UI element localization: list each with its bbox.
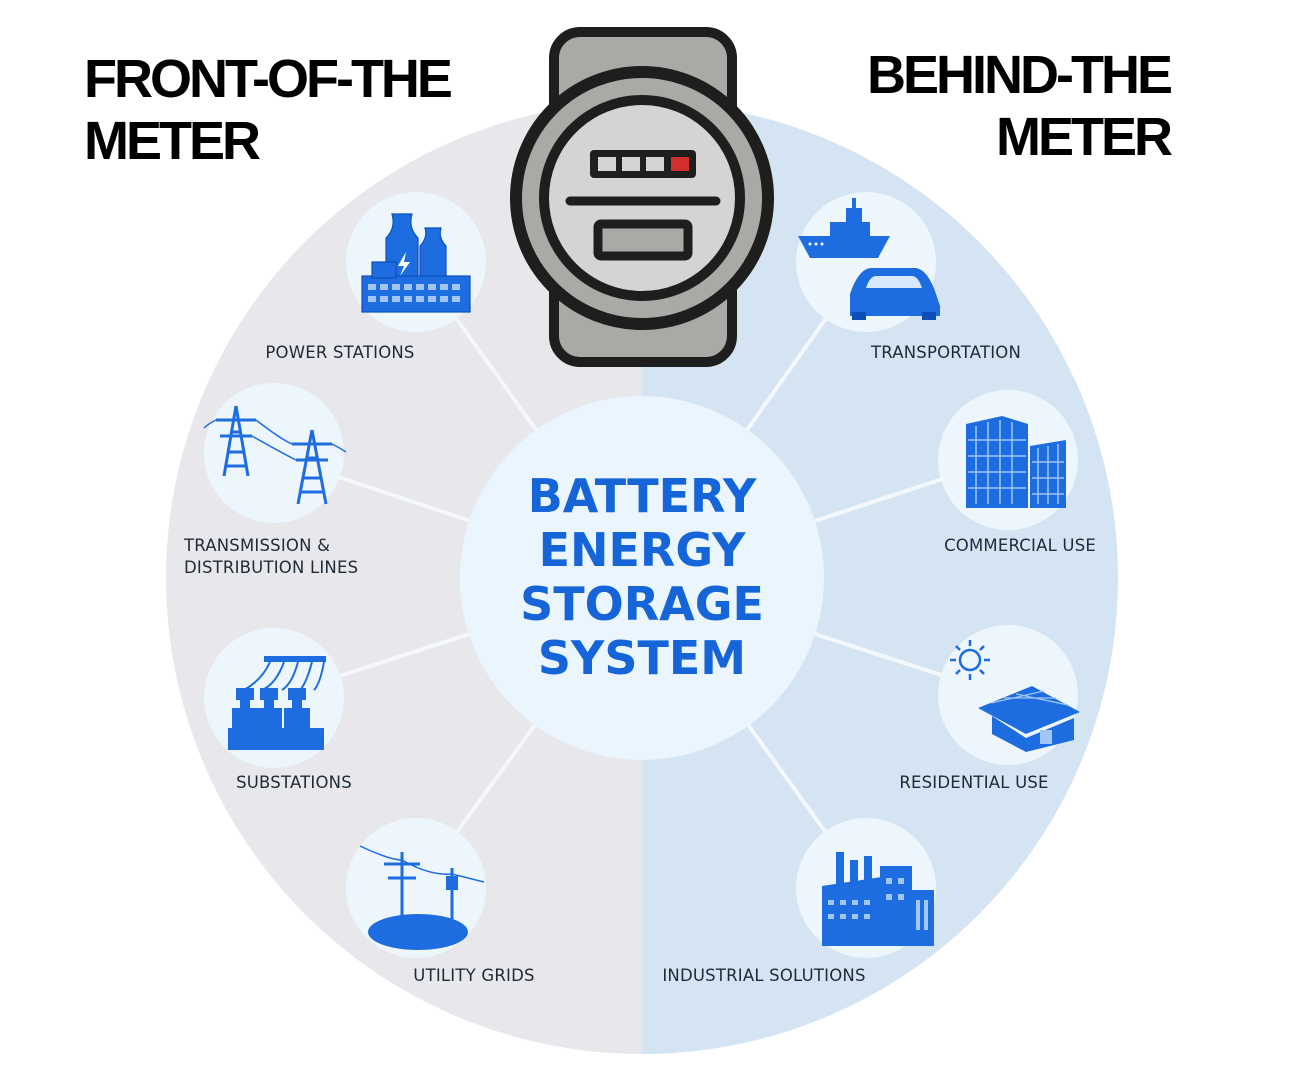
center-title-line-2: ENERGY <box>539 523 747 577</box>
label-substations: SUBSTATIONS <box>236 773 352 792</box>
electric-meter-icon <box>510 27 774 367</box>
center-title-line-3: STORAGE <box>520 577 764 631</box>
transmission-circle <box>204 383 344 523</box>
label-residential-use: RESIDENTIAL USE <box>899 773 1048 792</box>
power-station-icon <box>361 213 471 313</box>
front-heading-line-1: FRONT-OF-THE <box>84 49 453 109</box>
utility-pole-icon <box>359 845 485 950</box>
label-transmission-line-1: TRANSMISSION & <box>183 536 330 555</box>
label-transportation: TRANSPORTATION <box>870 343 1021 362</box>
center-title-line-1: BATTERY <box>528 469 757 523</box>
behind-heading-line-2: METER <box>996 107 1173 167</box>
center-title-line-4: SYSTEM <box>538 631 746 685</box>
behind-meter-half <box>642 102 1118 1054</box>
center-circle <box>460 396 824 760</box>
front-of-meter-heading: FRONT-OF-THE METER <box>84 48 453 172</box>
front-of-meter-half <box>166 102 642 1054</box>
front-heading-line-2: METER <box>84 111 261 171</box>
label-utility-grids: UTILITY GRIDS <box>413 966 534 985</box>
behind-meter-heading: BEHIND-THE METER <box>867 44 1173 168</box>
category-labels: POWER STATIONS TRANSMISSION & DISTRIBUTI… <box>183 343 1096 985</box>
label-transmission-line-2: DISTRIBUTION LINES <box>184 558 358 577</box>
center-title: BATTERY ENERGY STORAGE SYSTEM <box>520 469 764 685</box>
transmission-tower-icon <box>203 405 347 505</box>
office-building-icon <box>966 416 1066 508</box>
label-power-stations: POWER STATIONS <box>265 343 414 362</box>
label-industrial-solutions: INDUSTRIAL SOLUTIONS <box>662 966 865 985</box>
label-commercial-use: COMMERCIAL USE <box>944 536 1096 555</box>
behind-heading-line-1: BEHIND-THE <box>867 45 1173 105</box>
ship-and-car-icon <box>798 198 940 320</box>
factory-icon <box>822 852 934 946</box>
substation-icon <box>228 656 326 750</box>
solar-house-icon <box>950 640 1080 752</box>
